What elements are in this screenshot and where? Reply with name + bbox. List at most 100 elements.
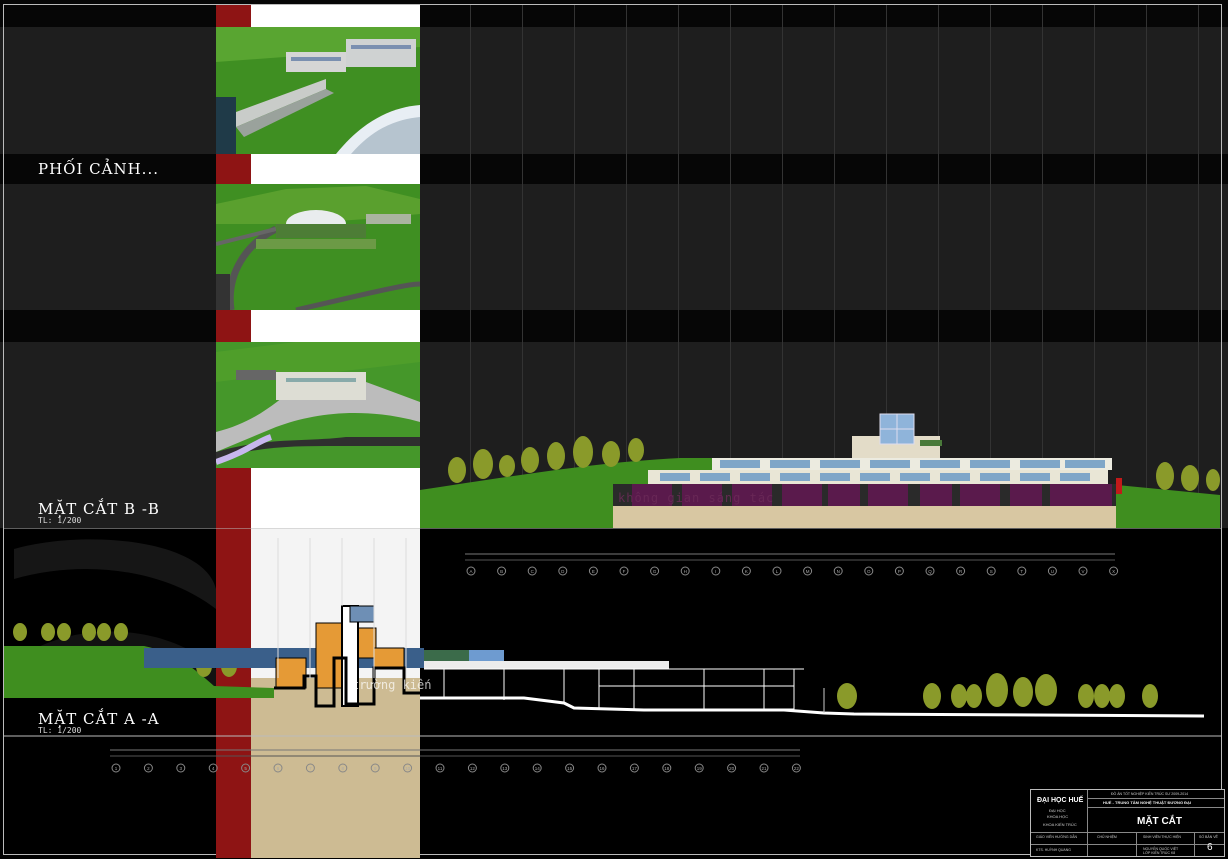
- axis-marker: [986, 566, 996, 576]
- axis-marker: [273, 763, 283, 773]
- dark-band-2: [0, 184, 1228, 310]
- axis-marker: [466, 566, 476, 576]
- axis-marker-label: 1: [115, 766, 118, 771]
- grid-line: [626, 5, 627, 527]
- axis-marker: [662, 763, 672, 773]
- tb-divider-h3: [1087, 798, 1224, 799]
- tb-row1-c: SINH VIÊN THỰC HIỆN: [1143, 835, 1181, 839]
- axis-marker: [772, 566, 782, 576]
- axis-marker: [500, 763, 510, 773]
- axis-marker: [803, 566, 813, 576]
- tb-sheet-number: 6: [1207, 842, 1213, 853]
- axis-marker-label: 12: [470, 766, 476, 771]
- grid-line: [522, 5, 523, 527]
- perspective-label: PHỐI CẢNH...: [38, 160, 159, 178]
- black-band-1: [0, 154, 1228, 184]
- axis-marker: [176, 763, 186, 773]
- perspective-image-3: [216, 342, 420, 468]
- axis-marker-label: 8: [342, 766, 345, 771]
- white-strip-mid2: [251, 310, 420, 342]
- grid-line: [938, 5, 939, 527]
- axis-marker-label: 16: [599, 766, 605, 771]
- axis-marker: [565, 763, 575, 773]
- grid-line: [886, 5, 887, 527]
- section-bb-scale: TL: 1/200: [38, 516, 82, 525]
- axis-marker: [208, 763, 218, 773]
- axis-marker-label: 13: [502, 766, 508, 771]
- axis-marker-label: 7: [309, 766, 312, 771]
- tb-row2-b: NGUYỄN QUỐC VIỆT: [1143, 847, 1179, 851]
- axis-marker-label: L: [776, 569, 779, 574]
- section-bb-label: MẶT CẮT B -B: [38, 500, 160, 518]
- tb-school-1: ĐẠI HỌC: [1049, 808, 1066, 813]
- axis-marker-label: R: [959, 569, 963, 574]
- grid-line: [678, 5, 679, 527]
- axis-marker-label: 17: [632, 766, 638, 771]
- axis-marker: [143, 763, 153, 773]
- grid-line: [1146, 5, 1147, 527]
- grid-line: [470, 5, 471, 527]
- axis-marker: [597, 763, 607, 773]
- axis-marker-label: 10: [405, 766, 411, 771]
- axis-marker-label: 20: [729, 766, 735, 771]
- grid-line: [990, 5, 991, 527]
- axis-marker-label: E: [592, 569, 595, 574]
- axis-marker-label: 18: [664, 766, 670, 771]
- axis-marker: [925, 566, 935, 576]
- decorative-swirl: [14, 539, 216, 689]
- axis-marker: [727, 763, 737, 773]
- tb-department: KHOA KIẾN TRÚC: [1043, 822, 1077, 827]
- axis-marker-label: F: [623, 569, 626, 574]
- axis-marker-label: 21: [761, 766, 767, 771]
- axis-marker-label: V: [1081, 569, 1084, 574]
- axis-marker: [1078, 566, 1088, 576]
- axis-marker-label: S: [990, 569, 993, 574]
- axis-marker: [741, 566, 751, 576]
- axis-marker-label: H: [684, 569, 687, 574]
- axis-marker-label: 6: [277, 766, 280, 771]
- grid-line: [834, 5, 835, 527]
- axis-marker: [305, 763, 315, 773]
- axis-marker-label: T: [1020, 569, 1023, 574]
- axis-marker: [588, 566, 598, 576]
- section-aa-scale: TL: 1/200: [38, 726, 82, 735]
- axis-marker-label: P: [898, 569, 901, 574]
- axis-marker-label: 14: [535, 766, 541, 771]
- axis-marker-label: A: [469, 569, 472, 574]
- axis-marker: [532, 763, 542, 773]
- tb-row1-b: CHỦ NHIỆM: [1097, 835, 1117, 839]
- grid-line: [1198, 5, 1199, 527]
- grid-line: [574, 5, 575, 527]
- grid-line: [730, 5, 731, 527]
- axis-marker: [403, 763, 413, 773]
- axis-marker-label: B: [500, 569, 503, 574]
- axis-marker: [527, 566, 537, 576]
- grid-line: [1094, 5, 1095, 527]
- axis-marker: [241, 763, 251, 773]
- watermark-bb: không gian sáng tác: [618, 491, 775, 505]
- axis-marker-label: 2: [147, 766, 150, 771]
- axis-marker: [1047, 566, 1057, 576]
- axis-marker: [894, 566, 904, 576]
- axis-marker: [694, 763, 704, 773]
- axis-marker-label: X: [1112, 569, 1115, 574]
- tb-divider-h4: [1087, 807, 1224, 808]
- axis-marker-label: 9: [374, 766, 377, 771]
- axis-marker: [619, 566, 629, 576]
- tb-row1-a: GIÁO VIÊN HƯỚNG DẪN: [1036, 835, 1077, 839]
- dark-band-1: [0, 27, 1228, 154]
- axis-marker-label: Q: [928, 569, 932, 574]
- axis-marker-label: K: [745, 569, 748, 574]
- axis-marker-label: 15: [567, 766, 573, 771]
- tb-divider-v2: [1194, 832, 1195, 856]
- axis-marker-label: 3: [180, 766, 183, 771]
- axis-marker-label: M: [806, 569, 810, 574]
- tb-school-2: KHOA HỌC: [1047, 814, 1069, 819]
- axis-marker: [1017, 566, 1027, 576]
- section-aa-drawing: [4, 528, 1222, 858]
- tb-row2-c: LỚP KIẾN TRÚC K8: [1143, 851, 1176, 855]
- axis-marker: [370, 763, 380, 773]
- white-strip-bb: [251, 468, 420, 528]
